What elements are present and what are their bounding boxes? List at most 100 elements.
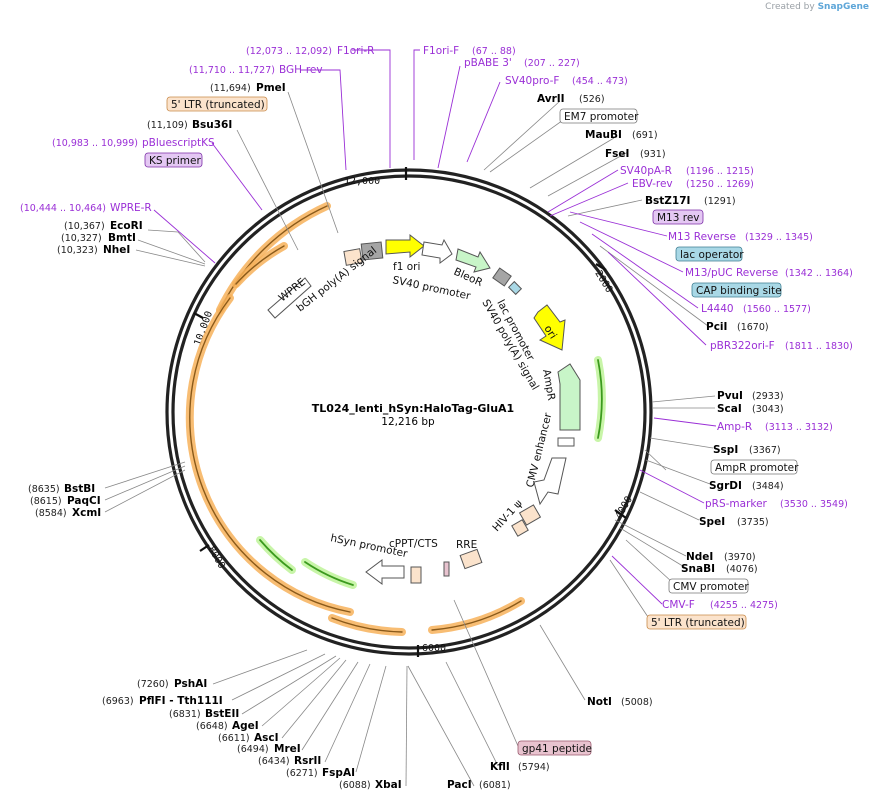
primer-pos-cmv-f: (4255 .. 4275)	[710, 600, 778, 611]
enzyme-pos-spei: (3735)	[737, 517, 769, 528]
enzyme-labels-left: (11,694) PmeI (11,109) Bsu36I (10,367) E…	[28, 82, 286, 519]
enzyme-name-bsu36i: Bsu36I	[192, 119, 232, 131]
primer-pos-pbabe3: (207 .. 227)	[524, 58, 580, 69]
enzyme-pos-snabi: (4076)	[726, 564, 758, 575]
primer-pos-amp-r: (3113 .. 3132)	[765, 422, 833, 433]
enzyme-pos-fspai: (6271)	[286, 768, 318, 779]
feature-label-bgh: bGH poly(A) signal	[294, 245, 379, 315]
enzyme-pos-bstz17i: (1291)	[704, 196, 736, 207]
box-label-cmv-promoter: CMV promoter	[673, 581, 749, 593]
enzyme-name-sgrdi: SgrDI	[709, 480, 742, 492]
enzyme-name-bstz17i: BstZ17I	[645, 195, 690, 207]
box-cmv-promoter	[668, 578, 749, 594]
box-label-ampr-promoter: AmpR promoter	[715, 462, 799, 474]
box-label-5ltr-top: 5' LTR (truncated)	[171, 99, 265, 111]
enzyme-labels-bottom: (7260) PshAI (6963) PflFI - Tth111I (683…	[102, 678, 653, 791]
box-label-cap-binding: CAP binding site	[696, 285, 782, 297]
primer-name-l4440: L4440	[701, 303, 734, 315]
box-m13-rev	[652, 209, 704, 225]
box-label-ks-primer: KS primer	[149, 155, 201, 167]
enzyme-pos-bmti: (10,327)	[61, 233, 102, 244]
enzyme-pos-paci: (6081)	[479, 780, 511, 791]
primer-name-bgh-rev: BGH-rev	[279, 64, 323, 76]
feature-shape-ori	[533, 304, 566, 351]
box-em7-promoter	[559, 108, 638, 124]
enzyme-pos-ecori: (10,367)	[64, 221, 105, 232]
feature-shape-ampr-promoter	[557, 437, 575, 447]
feature-shape-sv40-promoter	[421, 238, 453, 264]
feature-label-cppt: cPPT/CTS	[389, 538, 438, 550]
primer-name-f1ori-f: F1ori-F	[423, 45, 459, 57]
enzyme-pos-maubi: (691)	[632, 130, 658, 141]
primer-pos-l4440: (1560 .. 1577)	[743, 304, 811, 315]
feature-shapes	[267, 233, 581, 585]
primer-pos-pbr322ori-f: (1811 .. 1830)	[785, 341, 853, 352]
primer-pos-pbluescriptks: (10,983 .. 10,999)	[52, 138, 138, 149]
feature-shape-ampr	[557, 363, 581, 431]
enzyme-name-sspi: SspI	[713, 444, 738, 456]
enzyme-name-snabi: SnaBI	[681, 563, 715, 575]
box-lac-operator	[675, 246, 743, 262]
primer-leader-lines	[153, 49, 717, 605]
primer-name-m13-reverse: M13 Reverse	[668, 231, 736, 243]
primer-pos-m13-reverse: (1329 .. 1345)	[745, 232, 813, 243]
primer-name-pbabe3: pBABE 3'	[464, 57, 512, 69]
feature-shape-hiv	[511, 519, 529, 537]
feature-label-rre: RRE	[456, 539, 477, 551]
primer-pos-m13puc-reverse: (1342 .. 1364)	[785, 268, 853, 279]
box-ampr-promoter	[710, 459, 798, 475]
primer-pos-ebv-rev: (1250 .. 1269)	[686, 179, 754, 190]
box-label-m13-rev: M13 rev	[657, 212, 700, 224]
primer-name-pbluescriptks: pBluescriptKS	[142, 137, 215, 149]
primer-name-prs-marker: pRS-marker	[705, 498, 768, 510]
enzyme-name-agei: AgeI	[232, 720, 259, 732]
enzyme-name-spei: SpeI	[699, 516, 725, 528]
enzyme-name-xbai: XbaI	[375, 779, 402, 791]
box-label-lac-operator: lac operator	[680, 249, 744, 261]
enzyme-name-noti: NotI	[587, 696, 612, 708]
feature-shape-gp41	[443, 561, 450, 577]
enzyme-pos-noti: (5008)	[621, 697, 653, 708]
primer-name-f1ori-r: F1ori-R	[337, 45, 374, 57]
snapgene-credit: Created by SnapGene	[765, 2, 869, 12]
enzyme-name-pflfi: PflFI - Tth111I	[139, 695, 223, 707]
primer-pos-wpre-r: (10,444 .. 10,464)	[20, 203, 106, 214]
box-cap-binding	[691, 282, 782, 298]
box-label-5ltr-bottom: 5' LTR (truncated)	[651, 617, 745, 629]
backbone-outer	[165, 168, 653, 656]
primer-name-amp-r: Amp-R	[717, 421, 752, 433]
box-5ltr-top	[166, 96, 268, 112]
feature-shape-cmv	[533, 457, 567, 506]
enzyme-pos-pvui: (2933)	[752, 391, 784, 402]
feature-shape-lac	[507, 280, 523, 296]
feature-shape-rre	[459, 548, 483, 570]
primer-pos-f1ori-r: (12,073 .. 12,092)	[246, 46, 332, 57]
feature-shape-cppt	[410, 566, 422, 584]
enzyme-pos-fsei: (931)	[640, 149, 666, 160]
enzyme-pos-sgrdi: (3484)	[752, 481, 784, 492]
primer-labels: (12,073 .. 12,092) F1ori-R F1ori-F (67 .…	[20, 45, 853, 611]
feature-shape-bgh-grey	[360, 241, 384, 261]
enzyme-name-bmti: BmtI	[108, 232, 136, 244]
enzyme-name-bstbi: BstBI	[64, 483, 95, 495]
feature-shape-bleor	[455, 248, 491, 273]
enzyme-name-pcii: PciI	[706, 321, 727, 333]
feature-shape-grey-block	[492, 267, 512, 287]
box-gp41	[517, 740, 592, 756]
enzyme-name-xcmi: XcmI	[72, 507, 101, 519]
enzyme-pos-bsu36i: (11,109)	[147, 120, 188, 131]
feature-shape-wpre	[267, 277, 312, 319]
enzyme-pos-mrei: (6494)	[237, 744, 269, 755]
feature-label-ampr: AmpR	[540, 368, 557, 401]
feature-label-hsyn: hSyn promoter	[329, 532, 409, 560]
primer-pos-sv40pro-f: (454 .. 473)	[572, 76, 628, 87]
enzyme-pos-bstbi: (8635)	[28, 484, 60, 495]
enzyme-name-paci: PacI	[447, 779, 472, 791]
plasmid-name: TL024_lenti_hSyn:HaloTag-GluA1	[312, 402, 514, 415]
box-label-em7-promoter: EM7 promoter	[564, 111, 639, 123]
enzyme-name-pvui: PvuI	[717, 390, 743, 402]
credit-brand: SnapGene	[817, 2, 869, 12]
enzyme-pos-ndei: (3970)	[724, 552, 756, 563]
enzyme-name-ndei: NdeI	[686, 551, 713, 563]
tick-label-12000: 12,000	[344, 176, 380, 187]
